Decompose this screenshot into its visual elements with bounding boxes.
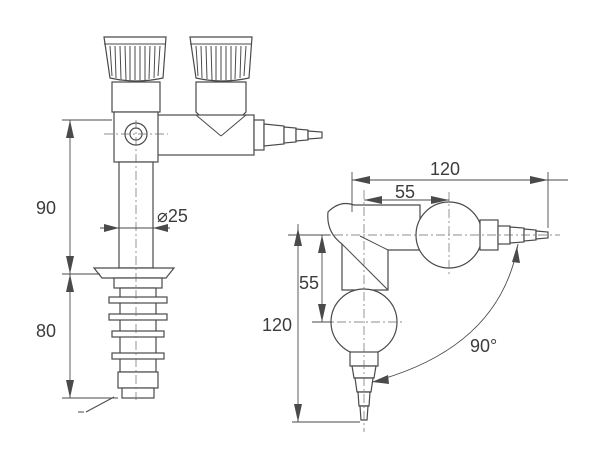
dim-label-80: 80 (36, 321, 56, 341)
hose-nozzle-front (253, 119, 323, 151)
dim-label-55-width: 55 (395, 182, 415, 202)
top-width-dimensions: 120 55 (351, 159, 568, 228)
dim-label-diameter: ⌀25 (157, 206, 188, 226)
angle-dimension: 90° (371, 243, 520, 384)
channel-body (327, 202, 421, 291)
threaded-shank (108, 277, 168, 399)
dim-label-120-width: 120 (430, 159, 460, 179)
valve-body-bar (151, 114, 255, 156)
diameter-dimension: ⌀25 (100, 206, 188, 232)
dim-label-90: 90 (36, 198, 56, 218)
mounting-flange (92, 267, 176, 279)
top-view: 120 55 55 120 90° (262, 159, 568, 432)
top-height-dimensions: 55 120 (262, 224, 360, 423)
dim-label-90-degrees: 90° (470, 336, 497, 356)
dim-label-55-height: 55 (299, 273, 319, 293)
vertical-stem (113, 111, 159, 269)
height-dimensions: 90 80 (36, 119, 118, 399)
dim-label-120-height: 120 (262, 315, 292, 335)
front-view: 90 80 ⌀25 (36, 36, 323, 413)
right-valve-knob (189, 36, 253, 137)
left-valve-knob (103, 36, 167, 113)
